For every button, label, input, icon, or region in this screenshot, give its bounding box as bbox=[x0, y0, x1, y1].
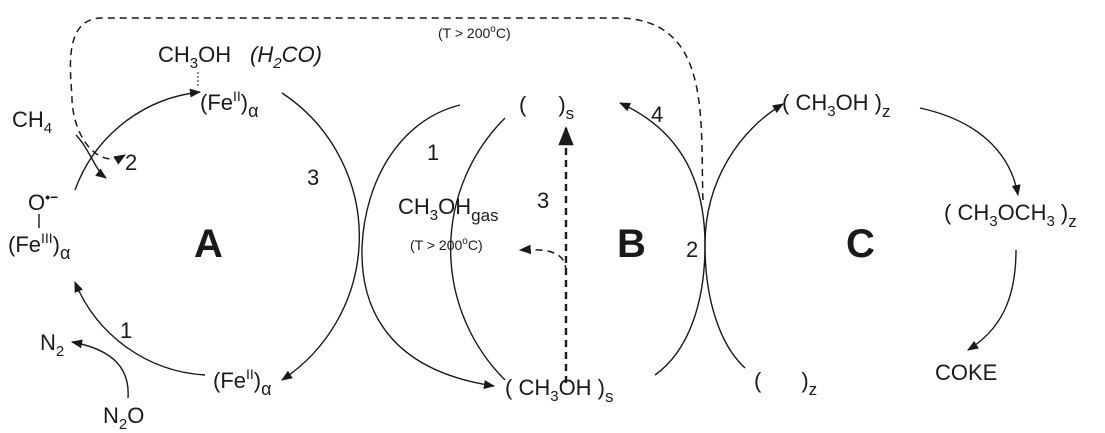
nitrous-oxide: N2O bbox=[103, 403, 144, 433]
methanol-site-z: ( CH3OH )z bbox=[782, 90, 891, 121]
cycle-c-label: C bbox=[846, 222, 875, 266]
empty-site-s: ()s bbox=[519, 92, 574, 123]
step-b2: 2 bbox=[686, 237, 698, 262]
cycle-b-arc-left bbox=[449, 117, 506, 381]
high-temp-dashed-path bbox=[69, 17, 704, 201]
temperature-condition-middle: (T > 200oC) bbox=[410, 236, 483, 253]
step-b4: 4 bbox=[651, 102, 663, 127]
oxygen-radical: O•− bbox=[28, 189, 58, 215]
temperature-condition-top: (T > 200oC) bbox=[438, 24, 511, 41]
cycle-b-label: B bbox=[617, 222, 646, 266]
methane-inflow-arrow bbox=[75, 134, 107, 179]
cycle-b-arc-right-top bbox=[618, 102, 706, 246]
fe3-alpha: (FeIII)α bbox=[8, 230, 70, 263]
cycle-b-arc-left-inner bbox=[361, 104, 496, 389]
step-a2: 2 bbox=[125, 150, 137, 175]
nitrous-oxide-arrow bbox=[70, 339, 129, 399]
dimethyl-ether-site-z: ( CH3OCH3 )z bbox=[944, 200, 1077, 231]
cycle-a-arc-right bbox=[281, 92, 361, 248]
methanol-site-s: ( CH3OH )s bbox=[505, 375, 614, 406]
cycle-a-arc-right-lower bbox=[281, 246, 360, 381]
cycle-c-arc-top-right bbox=[919, 107, 1021, 197]
fe2-alpha-top: (FeII)α bbox=[200, 88, 259, 121]
cycle-a-arc-left-bottom bbox=[74, 280, 206, 376]
bound-methanol: CH3OH bbox=[158, 42, 231, 72]
step-a3: 3 bbox=[307, 165, 319, 190]
nitrogen: N2 bbox=[40, 330, 64, 360]
cycle-b-arc-right-bottom bbox=[654, 244, 706, 376]
cycle-a-label: A bbox=[194, 222, 223, 266]
cycle-c-arc-left-bottom bbox=[704, 244, 746, 369]
cycle-a-arc-left-top bbox=[74, 88, 202, 191]
formaldehyde-species: (H2CO) bbox=[250, 42, 322, 72]
step-a1: 1 bbox=[120, 318, 132, 343]
cycle-c-arc-left-top bbox=[704, 103, 784, 246]
gas-release-dashed-arrow bbox=[518, 244, 567, 273]
cycle-c-arc-bottom-right bbox=[967, 249, 1017, 351]
step-b3: 3 bbox=[537, 188, 549, 213]
step-b1: 1 bbox=[427, 140, 439, 165]
fe2-alpha-bottom: (FeII)α bbox=[213, 366, 272, 399]
empty-site-z: ()z bbox=[754, 368, 817, 399]
methanol-gas: CH3OHgas bbox=[398, 194, 499, 225]
coke: COKE bbox=[935, 360, 997, 385]
methane: CH4 bbox=[12, 107, 52, 137]
